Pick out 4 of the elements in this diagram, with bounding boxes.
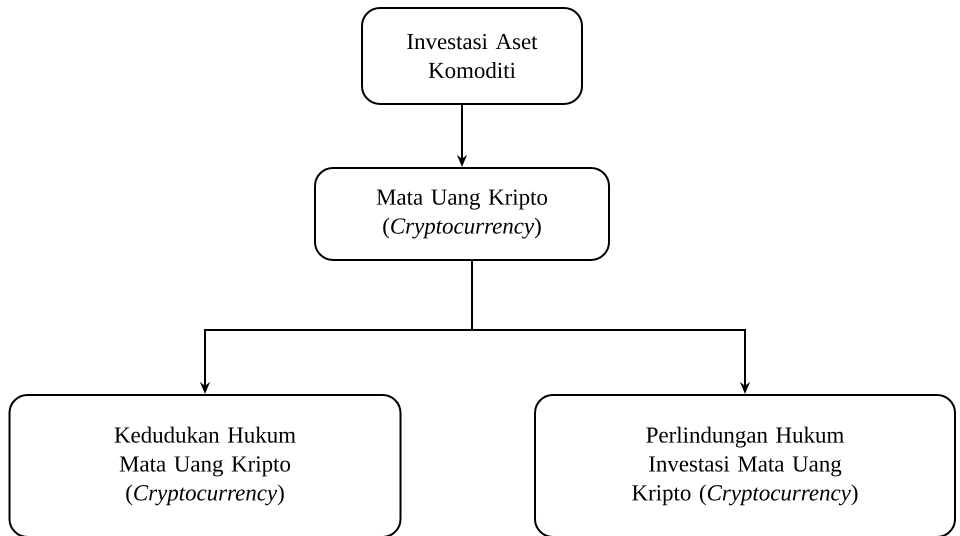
process-box: Mata Uang Kripto (Cryptocurrency) <box>314 167 610 261</box>
process-box: Kedudukan Hukum Mata Uang Kripto (Cryptocurrency) <box>8 394 402 536</box>
process-box: Perlindungan Hukum Investasi Mata Uang Kripto (Cryptocurrency) <box>534 394 956 536</box>
process-box: Investasi Aset Komoditi <box>361 7 583 105</box>
